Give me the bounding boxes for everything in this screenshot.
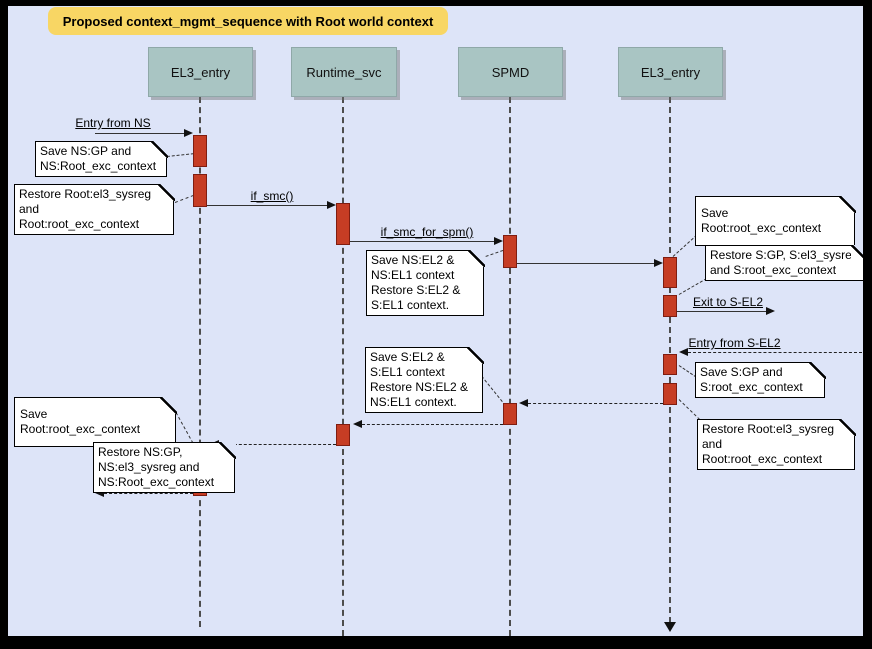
lifeline-header-spmd: SPMD <box>458 47 563 97</box>
activation-bar <box>336 424 350 446</box>
message-line-spmd-to-el3 <box>517 263 654 264</box>
message-line-if-smc-for-spm <box>350 241 495 242</box>
message-line-entry-from-sel2 <box>688 352 862 353</box>
lifeline-header-runtime-svc: Runtime_svc <box>291 47 397 97</box>
activation-bar <box>193 135 207 167</box>
message-label-if-smc-for-spm: if_smc_for_spm() <box>380 225 474 239</box>
message-line-if-smc <box>207 205 328 206</box>
note-save-ns-gp: Save NS:GP and NS:Root_exc_context <box>35 140 168 177</box>
arrowhead-icon <box>654 259 663 267</box>
lifeline-runtime-svc <box>342 97 344 636</box>
activation-bar <box>663 354 677 375</box>
frame-border-bottom <box>0 636 872 649</box>
arrowhead-icon <box>353 420 362 428</box>
lifeline-header-el3-entry-1: EL3_entry <box>148 47 253 97</box>
message-label-entry-from-ns: Entry from NS <box>75 116 151 130</box>
message-label-exit-to-sel2: Exit to S-EL2 <box>692 295 764 309</box>
lifeline-end-arrow-icon <box>664 622 676 632</box>
note-save-s-el2: Save S:EL2 & S:EL1 context Restore NS:EL… <box>365 346 484 413</box>
note-text: Save S:GP and S:root_exc_context <box>700 365 803 394</box>
note-text: Save NS:GP and NS:Root_exc_context <box>40 144 157 173</box>
note-fold-icon <box>218 441 236 459</box>
note-text: Restore Root:el3_sysreg and Root:root_ex… <box>702 422 835 466</box>
note-text: Restore NS:GP, NS:el3_sysreg and NS:Root… <box>98 445 215 489</box>
note-connector <box>175 412 194 444</box>
note-fold-icon <box>159 396 177 414</box>
note-connector <box>174 194 194 203</box>
frame-border-left <box>0 0 8 649</box>
frame-border-top <box>0 0 872 6</box>
lifeline-el3-entry-1 <box>199 97 201 627</box>
note-fold-icon <box>150 140 168 158</box>
arrowhead-icon <box>766 307 775 315</box>
note-text: Save Root:root_exc_context <box>20 407 141 436</box>
note-fold-icon <box>808 361 826 379</box>
lifeline-header-el3-entry-2: EL3_entry <box>618 47 723 97</box>
note-restore-root-sysreg-left: Restore Root:el3_sysreg and Root:root_ex… <box>14 183 175 235</box>
note-restore-ns-gp: Restore NS:GP, NS:el3_sysreg and NS:Root… <box>93 441 236 493</box>
arrowhead-icon <box>327 201 336 209</box>
message-label-if-smc: if_smc() <box>250 189 294 203</box>
activation-bar <box>336 203 350 245</box>
arrowhead-icon <box>184 129 193 137</box>
activation-bar <box>193 174 207 207</box>
note-save-root-exc-left: Save Root:root_exc_context <box>14 396 177 447</box>
message-line-exit-to-sel2 <box>677 311 767 312</box>
arrowhead-icon <box>679 348 688 356</box>
note-connector <box>166 153 194 157</box>
return-line-el3-to-ns <box>104 493 193 494</box>
note-fold-icon <box>466 346 484 364</box>
note-text: Restore S:GP, S:el3_sysreg and S:root_ex… <box>710 248 859 277</box>
return-line-spmd-to-runtime <box>362 424 503 425</box>
note-restore-s-gp: Restore S:GP, S:el3_sysreg and S:root_ex… <box>705 244 868 281</box>
note-restore-root-sysreg-right: Restore Root:el3_sysreg and Root:root_ex… <box>697 418 856 470</box>
note-save-root-exc-right: Save Root:root_exc_context <box>695 195 856 246</box>
note-connector <box>678 399 701 421</box>
return-line-runtime-to-el3 <box>219 444 336 445</box>
note-fold-icon <box>838 195 856 213</box>
activation-bar <box>663 295 677 317</box>
arrowhead-icon <box>519 399 528 407</box>
note-fold-icon <box>157 183 175 201</box>
lifeline-spmd <box>509 97 511 636</box>
note-text: Save Root:root_exc_context <box>701 206 822 235</box>
note-connector <box>678 278 707 295</box>
activation-bar <box>663 257 677 288</box>
diagram-title: Proposed context_mgmt_sequence with Root… <box>48 7 448 35</box>
return-line-el3-to-spmd <box>528 403 663 404</box>
activation-bar <box>503 235 517 268</box>
note-fold-icon <box>467 249 485 267</box>
frame-border-right <box>863 0 872 649</box>
note-text: Save NS:EL2 & NS:EL1 context Restore S:E… <box>371 253 461 312</box>
note-save-s-gp: Save S:GP and S:root_exc_context <box>695 361 826 398</box>
note-fold-icon <box>838 418 856 436</box>
note-save-ns-el2: Save NS:EL2 & NS:EL1 context Restore S:E… <box>366 249 485 316</box>
message-line-entry-from-ns <box>95 133 185 134</box>
activation-bar <box>503 403 517 425</box>
arrowhead-icon <box>95 489 104 497</box>
note-connector <box>678 365 697 378</box>
message-label-entry-from-sel2: Entry from S-EL2 <box>688 336 781 350</box>
note-text: Restore Root:el3_sysreg and Root:root_ex… <box>19 187 152 231</box>
note-text: Save S:EL2 & S:EL1 context Restore NS:EL… <box>370 350 469 409</box>
activation-bar <box>663 383 677 405</box>
arrowhead-icon <box>494 237 503 245</box>
